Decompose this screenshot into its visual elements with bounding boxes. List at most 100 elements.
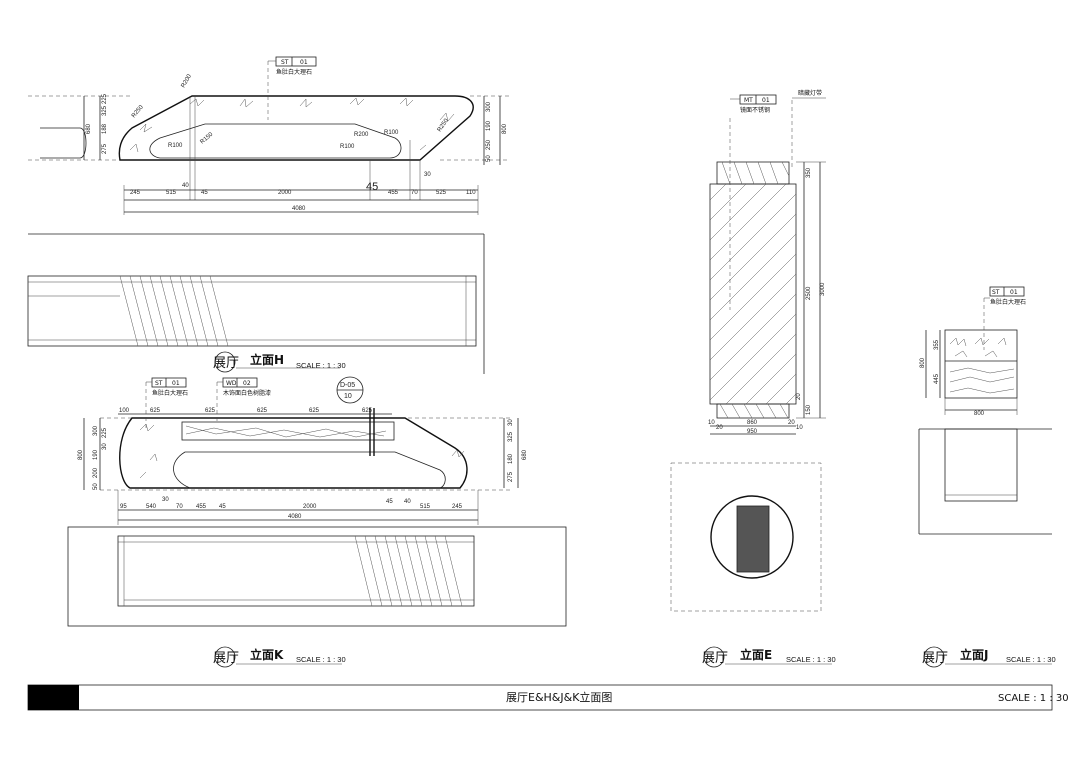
dim-h-r0: 300	[486, 101, 492, 112]
view-e-tag: 展厅	[702, 651, 728, 666]
svg-text:01: 01	[172, 380, 180, 387]
svg-text:10: 10	[344, 393, 352, 400]
dim-h-r3: 50	[486, 155, 492, 162]
view-k-elevation	[67, 526, 567, 627]
view-e-plan	[670, 462, 822, 612]
dim-e-r2: 20	[796, 393, 802, 400]
svg-text:ST: ST	[281, 59, 289, 66]
dim-k-b9: 515	[420, 504, 431, 510]
view-h-plan: 245 515 40 45 2000 45 455 70 525 110 408…	[28, 56, 510, 215]
svg-text:ST: ST	[155, 380, 163, 387]
view-k-title: 展厅 立面K SCALE : 1 : 30	[213, 646, 346, 668]
dim-h-b3: 45	[201, 190, 208, 196]
dim-k-rtotal: 680	[522, 449, 528, 460]
radius-h-5: R100	[384, 130, 399, 136]
dim-k-r3: 275	[508, 471, 514, 482]
dim-k-r0: 30	[508, 419, 514, 426]
svg-text:01: 01	[762, 97, 770, 104]
view-j-tag: 展厅	[922, 651, 948, 666]
dim-j-bottom: 800	[974, 411, 985, 417]
dim-k-b5: 45	[219, 504, 226, 510]
dim-h-b4: 2000	[278, 190, 292, 196]
dim-j-l0: 355	[934, 339, 940, 350]
dim-k-l5: 50	[93, 483, 99, 490]
dim-h-l3: 275	[102, 143, 108, 154]
dim-k-b0: 95	[120, 504, 127, 510]
dim-e-r0: 350	[806, 167, 812, 178]
view-h-scale: SCALE : 1 : 30	[296, 361, 346, 370]
dim-h-b2: 40	[182, 183, 189, 189]
dim-h-l2: 188	[102, 123, 108, 134]
dim-h-r1: 190	[486, 120, 492, 131]
view-h-elevation	[27, 233, 485, 374]
dim-k-b7: 45	[386, 499, 393, 505]
svg-text:MT: MT	[744, 97, 753, 104]
dim-k-t4: 625	[309, 408, 320, 414]
material-tag-k1: ST 01 鱼肚白大理石	[145, 377, 188, 430]
dim-h-ltotal: 680	[86, 123, 92, 134]
svg-text:02: 02	[243, 380, 251, 387]
dim-k-l2: 30	[102, 443, 108, 450]
svg-text:鱼肚白大理石: 鱼肚白大理石	[276, 68, 312, 76]
dim-e-btotal: 950	[747, 429, 758, 435]
view-j-scale: SCALE : 1 : 30	[1006, 655, 1056, 664]
view-k-scale: SCALE : 1 : 30	[296, 655, 346, 664]
dim-k-total: 4080	[288, 514, 302, 520]
dim-e-b0: 10	[708, 420, 715, 426]
dim-k-ltotal: 800	[78, 449, 84, 460]
svg-text:WD: WD	[226, 380, 237, 387]
section-callout-k: D-05 10	[336, 376, 364, 404]
radius-h-1: R250	[131, 104, 145, 119]
dim-e-b1: 20	[716, 425, 723, 431]
svg-text:鱼肚白大理石: 鱼肚白大理石	[990, 298, 1026, 306]
dim-k-l4: 200	[93, 467, 99, 478]
dim-j-l1: 445	[934, 373, 940, 384]
title-block: 展厅E&H&J&K立面图 SCALE : 1 : 30	[27, 684, 1069, 711]
material-tag-k2: WD 02 木饰面白色树脂漆	[216, 377, 271, 424]
view-h-title: 展厅 立面H SCALE : 1 : 30	[213, 351, 346, 373]
dim-k-b2: 30	[162, 497, 169, 503]
dim-k-t0: 100	[119, 408, 130, 414]
radius-h-3: R150	[199, 131, 214, 145]
dim-k-l3: 190	[93, 449, 99, 460]
dim-e-b3: 20	[788, 420, 795, 426]
svg-text:01: 01	[300, 59, 308, 66]
view-e-title: 展厅 立面E SCALE : 1 : 30	[702, 646, 836, 668]
dim-e-r1: 2500	[806, 286, 812, 300]
dim-e-rtotal: 3000	[820, 282, 826, 296]
dim-j-ltotal: 800	[920, 357, 926, 368]
dim-h-rtotal: 800	[502, 123, 508, 134]
view-j-elevation: 355 445 800 800 ST 01 鱼肚白大理石	[920, 286, 1026, 417]
dim-h-mid: 30	[424, 172, 431, 178]
dim-k-b3: 70	[176, 504, 183, 510]
dim-h-b5: 45	[366, 181, 378, 193]
note-e-lightstrip: 暗藏灯带	[798, 89, 822, 97]
view-k-tag: 展厅	[213, 651, 239, 666]
dim-k-b1: 540	[146, 504, 157, 510]
view-k-name: 立面K	[250, 647, 284, 662]
dim-k-l0: 300	[93, 425, 99, 436]
view-h-name: 立面H	[250, 352, 284, 367]
dim-h-l0: 225	[102, 93, 108, 104]
view-e-elevation: 350 2500 20 150 3000 10 20 860 20 10 950…	[708, 89, 826, 435]
dim-k-t3: 625	[257, 408, 268, 414]
material-tag-j: ST 01 鱼肚白大理石	[984, 286, 1026, 306]
sheet-scale: SCALE : 1 : 30	[998, 693, 1069, 704]
dim-h-b1: 515	[166, 190, 177, 196]
radius-h-0: R200	[181, 73, 194, 89]
view-h-tag: 展厅	[213, 356, 239, 371]
svg-text:ST: ST	[992, 289, 1000, 296]
dim-k-b10: 245	[452, 504, 463, 510]
svg-text:01: 01	[1010, 289, 1018, 296]
material-tag-e: MT 01 镜面不锈钢	[730, 94, 777, 114]
dim-e-r3: 150	[806, 404, 812, 415]
dim-e-b4: 10	[796, 425, 803, 431]
dim-k-t1: 625	[150, 408, 161, 414]
dim-h-total: 4080	[292, 206, 306, 212]
dim-h-b6: 455	[388, 190, 399, 196]
dim-h-b7: 70	[411, 190, 418, 196]
view-j-name: 立面J	[960, 647, 988, 662]
dim-h-b9: 110	[466, 190, 476, 196]
dim-k-r1: 325	[508, 431, 514, 442]
